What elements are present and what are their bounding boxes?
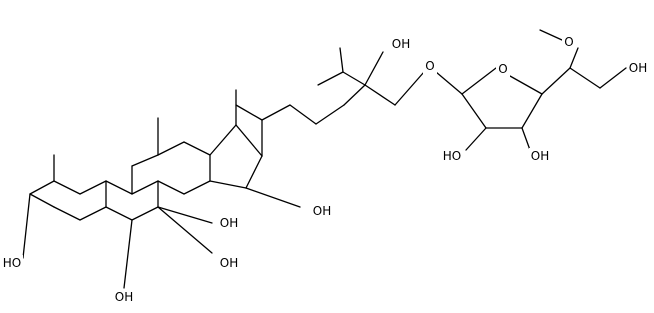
- label-c3-hydroxyl: HO: [1, 255, 23, 271]
- svg-text:OH: OH: [220, 256, 238, 270]
- label-ring-oxygen: O: [496, 61, 510, 77]
- bond-43: [435, 71, 463, 95]
- bond-55: [539, 29, 563, 41]
- label-glycosidic-oxygen: O: [423, 58, 437, 74]
- label-methoxy-oxygen: O: [562, 34, 576, 50]
- bond-38: [339, 47, 344, 73]
- label-furanose-c3-hydroxyl: OH: [529, 148, 551, 164]
- bond-53: [569, 67, 601, 89]
- bond-5: [53, 206, 81, 221]
- bond-6: [29, 193, 55, 208]
- bond-26: [245, 155, 263, 189]
- bond-1: [53, 180, 81, 195]
- label-furanose-c2-hydroxyl: HO: [441, 148, 463, 164]
- bond-48: [461, 67, 497, 95]
- bond-44: [461, 93, 487, 129]
- bond-4: [79, 206, 107, 221]
- bond-13: [105, 206, 133, 221]
- svg-text:O: O: [564, 35, 573, 49]
- bond-9: [105, 180, 133, 195]
- label-terminal-hydroxyl: OH: [627, 60, 649, 76]
- bond-30: [245, 187, 301, 208]
- svg-text:HO: HO: [3, 256, 21, 270]
- bond-34: [289, 104, 317, 125]
- label-c15-hydroxyl: OH: [311, 203, 333, 219]
- bond-19: [183, 180, 211, 195]
- bond-8: [22, 193, 31, 259]
- bond-54: [599, 67, 627, 89]
- svg-text:OH: OH: [220, 216, 238, 230]
- bond-52: [569, 47, 579, 69]
- bond-41: [364, 84, 396, 106]
- bond-17: [157, 206, 213, 224]
- bond-50: [521, 127, 531, 151]
- svg-text:OH: OH: [313, 204, 331, 218]
- bond-23: [131, 154, 159, 167]
- bond-49: [465, 127, 487, 151]
- label-c24-hydroxyl: OH: [390, 36, 412, 52]
- bond-22: [157, 141, 185, 156]
- atom-labels: HO OH OH OH OH OH O O: [1, 34, 649, 305]
- bond-0: [29, 180, 55, 195]
- svg-text:O: O: [498, 62, 507, 76]
- bond-27: [235, 124, 263, 157]
- bond-21: [183, 141, 211, 156]
- label-c8-hydroxyl: OH: [218, 215, 240, 231]
- bond-2: [79, 180, 107, 195]
- bond-36: [343, 84, 366, 106]
- label-c7-hydroxyl: OH: [218, 255, 240, 271]
- bond-16: [157, 206, 213, 254]
- bond-39: [317, 71, 344, 86]
- bond-37: [342, 71, 366, 86]
- bond-32: [235, 104, 263, 121]
- bond-28: [209, 124, 237, 156]
- bond-12: [131, 206, 159, 221]
- svg-text:OH: OH: [392, 37, 410, 51]
- bond-lines: [22, 29, 627, 289]
- bond-18: [157, 180, 185, 195]
- svg-text:OH: OH: [115, 290, 133, 304]
- bond-47: [509, 75, 543, 95]
- svg-text:HO: HO: [443, 149, 461, 163]
- bond-15: [123, 219, 133, 289]
- bond-25: [209, 180, 247, 189]
- svg-text:OH: OH: [629, 61, 647, 75]
- label-c6-hydroxyl: OH: [113, 289, 135, 305]
- svg-text:OH: OH: [531, 149, 549, 163]
- bond-40: [364, 51, 384, 86]
- bond-46: [521, 93, 543, 129]
- bond-33: [261, 104, 291, 121]
- svg-text:O: O: [425, 59, 434, 73]
- bond-10: [131, 180, 159, 195]
- bond-35: [315, 104, 345, 125]
- bond-51: [541, 67, 571, 95]
- bond-42: [394, 71, 425, 106]
